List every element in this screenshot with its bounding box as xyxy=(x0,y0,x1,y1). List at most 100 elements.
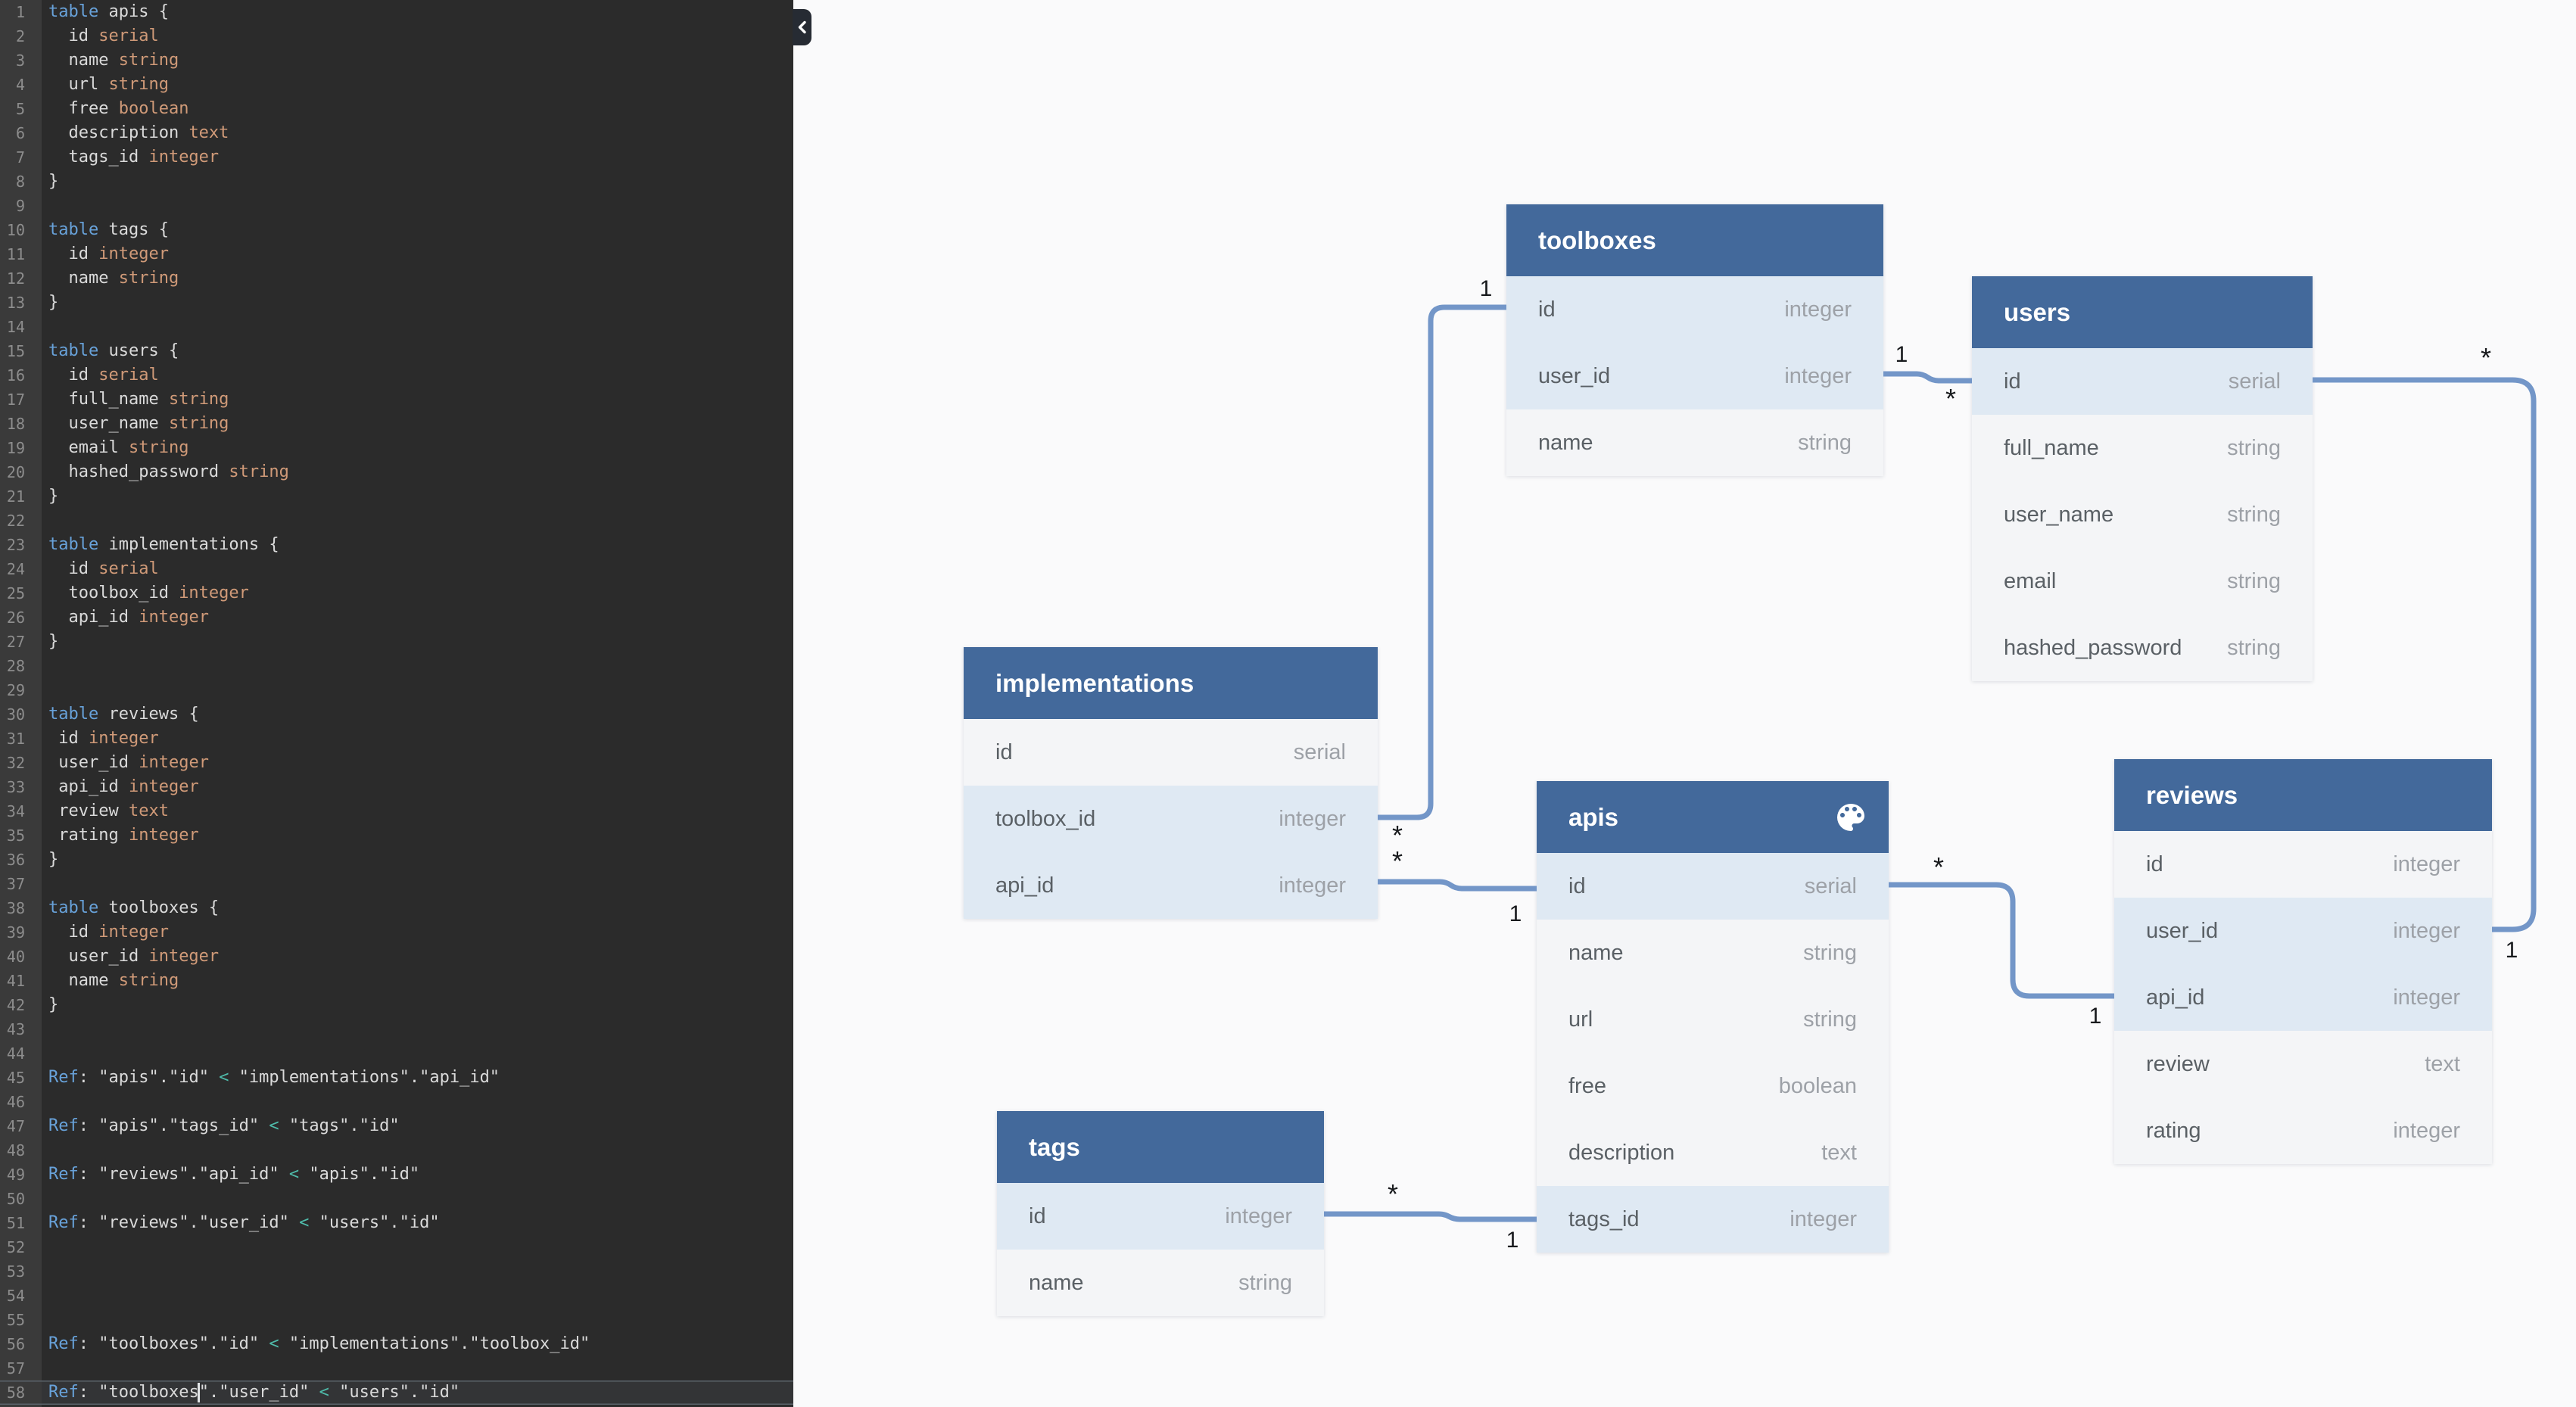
code-line[interactable]: 26 api_id integer xyxy=(0,605,793,630)
code-line[interactable]: 18 user_name string xyxy=(0,412,793,436)
collapse-editor-button[interactable] xyxy=(793,9,811,45)
code-line[interactable]: 8} xyxy=(0,170,793,194)
code-line[interactable]: 41 name string xyxy=(0,969,793,993)
code-line[interactable]: 46 xyxy=(0,1090,793,1114)
code-line[interactable]: 54 xyxy=(0,1284,793,1308)
table-header[interactable]: tags xyxy=(997,1111,1324,1183)
line-number: 45 xyxy=(0,1066,42,1090)
code-token: name xyxy=(48,971,119,990)
code-line[interactable]: 13} xyxy=(0,291,793,315)
code-line[interactable]: 55 xyxy=(0,1308,793,1332)
code-line[interactable]: 31 id integer xyxy=(0,727,793,751)
code-line[interactable]: 43 xyxy=(0,1017,793,1041)
code-line[interactable]: 19 email string xyxy=(0,436,793,460)
code-line[interactable]: 24 id serial xyxy=(0,557,793,581)
code-line[interactable]: 12 name string xyxy=(0,266,793,291)
code-line[interactable]: 16 id serial xyxy=(0,363,793,388)
code-line[interactable]: 27} xyxy=(0,630,793,654)
code-line[interactable]: 21} xyxy=(0,484,793,509)
code-line[interactable]: 37 xyxy=(0,872,793,896)
code-line[interactable]: 36} xyxy=(0,848,793,872)
code-line[interactable]: 4 url string xyxy=(0,73,793,97)
code-line[interactable]: 44 xyxy=(0,1041,793,1066)
code-line[interactable]: 33 api_id integer xyxy=(0,775,793,799)
table-header[interactable]: toolboxes xyxy=(1506,204,1883,276)
code-line[interactable]: 14 xyxy=(0,315,793,339)
code-line[interactable]: 48 xyxy=(0,1138,793,1163)
code-line[interactable]: 39 id integer xyxy=(0,920,793,945)
code-line[interactable]: 53 xyxy=(0,1259,793,1284)
code-line[interactable]: 9 xyxy=(0,194,793,218)
code-line[interactable]: 50 xyxy=(0,1187,793,1211)
code-line[interactable]: 22 xyxy=(0,509,793,533)
code-line[interactable]: 20 hashed_password string xyxy=(0,460,793,484)
code-line[interactable]: 32 user_id integer xyxy=(0,751,793,775)
code-line[interactable]: 28 xyxy=(0,654,793,678)
palette-icon[interactable] xyxy=(1833,799,1869,836)
table-header[interactable]: implementations xyxy=(964,647,1378,719)
code-line[interactable]: 3 name string xyxy=(0,48,793,73)
table-header[interactable]: users xyxy=(1972,276,2313,348)
code-line[interactable]: 7 tags_id integer xyxy=(0,145,793,170)
code-line[interactable]: 34 review text xyxy=(0,799,793,823)
code-line[interactable]: 17 full_name string xyxy=(0,388,793,412)
code-line[interactable]: 11 id integer xyxy=(0,242,793,266)
table-header[interactable]: reviews xyxy=(2114,759,2492,831)
code-line[interactable]: 29 xyxy=(0,678,793,702)
code-line[interactable]: 57 xyxy=(0,1356,793,1381)
code-line[interactable]: 40 user_id integer xyxy=(0,945,793,969)
table-header[interactable]: apis xyxy=(1537,781,1889,853)
code-line[interactable]: 6 description text xyxy=(0,121,793,145)
code-line[interactable]: 35 rating integer xyxy=(0,823,793,848)
code-line[interactable]: 5 free boolean xyxy=(0,97,793,121)
code-line[interactable]: 2 id serial xyxy=(0,24,793,48)
code-line[interactable]: 52 xyxy=(0,1235,793,1259)
code-line[interactable]: 42} xyxy=(0,993,793,1017)
code-line[interactable]: 25 toolbox_id integer xyxy=(0,581,793,605)
